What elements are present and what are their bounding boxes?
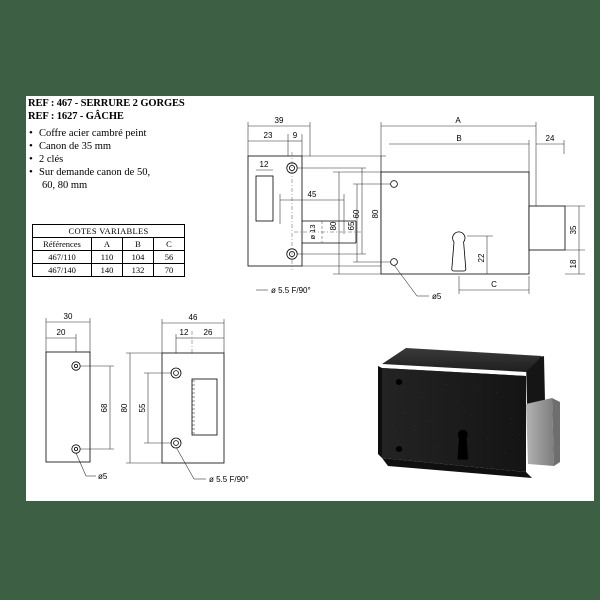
feature-text-continuation: 60, 80 mm (42, 180, 88, 191)
dim-35: 35 (569, 225, 578, 234)
feature-item: Sur demande canon de 50, 60, 80 mm (28, 166, 228, 192)
catalog-sheet: REF : 467 - SERRURE 2 GORGES REF : 1627 … (26, 96, 594, 501)
feature-item: Coffre acier cambré peint (28, 127, 228, 140)
dim-C: C (491, 280, 497, 289)
dim-12: 12 (180, 328, 189, 337)
dim-80: 80 (120, 403, 129, 412)
dim-24: 24 (546, 134, 555, 143)
dim-45: 45 (308, 190, 317, 199)
dim-12-slot: 12 (260, 160, 269, 169)
product-photo (366, 326, 586, 491)
cell-reference: 467/140 (32, 263, 92, 277)
cell-b: 104 (122, 250, 154, 264)
product-description-block: REF : 467 - SERRURE 2 GORGES REF : 1627 … (28, 98, 228, 192)
dim-9: 9 (293, 131, 298, 140)
note-hole-dia: ø5 (432, 292, 442, 301)
cell-a: 110 (91, 250, 123, 264)
cell-a: 140 (91, 263, 123, 277)
dim-dia-13: ø 13 (308, 224, 317, 239)
serrure-drawing: A B 24 80 (321, 104, 596, 304)
feature-text: Sur demande canon de 50, (39, 167, 151, 178)
dim-65: 65 (347, 221, 356, 230)
dim-60: 60 (352, 209, 361, 218)
dim-46: 46 (189, 313, 198, 322)
feature-item: Canon de 35 mm (28, 140, 228, 153)
table-title: COTES VARIABLES (32, 224, 185, 238)
column-header-c: C (153, 237, 185, 251)
table-row: 467/140 140 132 70 (32, 263, 185, 277)
product-feature-list: Coffre acier cambré peint Canon de 35 mm… (28, 127, 228, 192)
dim-80: 80 (371, 209, 380, 218)
dim-30: 30 (64, 312, 73, 321)
column-header-a: A (91, 237, 123, 251)
dim-23: 23 (264, 131, 273, 140)
cell-reference: 467/110 (32, 250, 92, 264)
dim-22: 22 (477, 253, 486, 262)
cell-b: 132 (122, 263, 154, 277)
cell-c: 70 (153, 263, 185, 277)
column-header-b: B (122, 237, 154, 251)
dim-80-body: 80 (329, 221, 338, 230)
note-hole-dia: ø5 (98, 472, 108, 481)
dim-26: 26 (204, 328, 213, 337)
table-header-row: Références A B C (32, 237, 185, 251)
feature-item: 2 clés (28, 153, 228, 166)
dim-68: 68 (100, 403, 109, 412)
dim-A: A (455, 116, 461, 125)
cotes-variables-table: COTES VARIABLES Références A B C 467/110… (32, 224, 185, 277)
dim-55: 55 (138, 403, 147, 412)
note-countersink: ø 5.5 F/90° (209, 475, 249, 484)
product-ref-line-2: REF : 1627 - GÂCHE (28, 110, 124, 122)
gache-drawing: 39 23 9 12 (216, 104, 396, 304)
cell-c: 56 (153, 250, 185, 264)
product-ref-line-1: REF : 467 - SERRURE 2 GORGES (28, 98, 185, 109)
table-title-row: COTES VARIABLES (32, 224, 185, 238)
column-header-references: Références (32, 237, 92, 251)
note-countersink: ø 5.5 F/90° (271, 286, 311, 295)
dim-20: 20 (57, 328, 66, 337)
plaque-drawing: 30 20 68 ø5 (28, 304, 158, 494)
gache-face-drawing: 46 12 26 (120, 301, 309, 496)
dim-18: 18 (569, 259, 578, 268)
dim-B: B (456, 134, 461, 143)
table-row: 467/110 110 104 56 (32, 250, 185, 264)
dim-39: 39 (275, 116, 284, 125)
